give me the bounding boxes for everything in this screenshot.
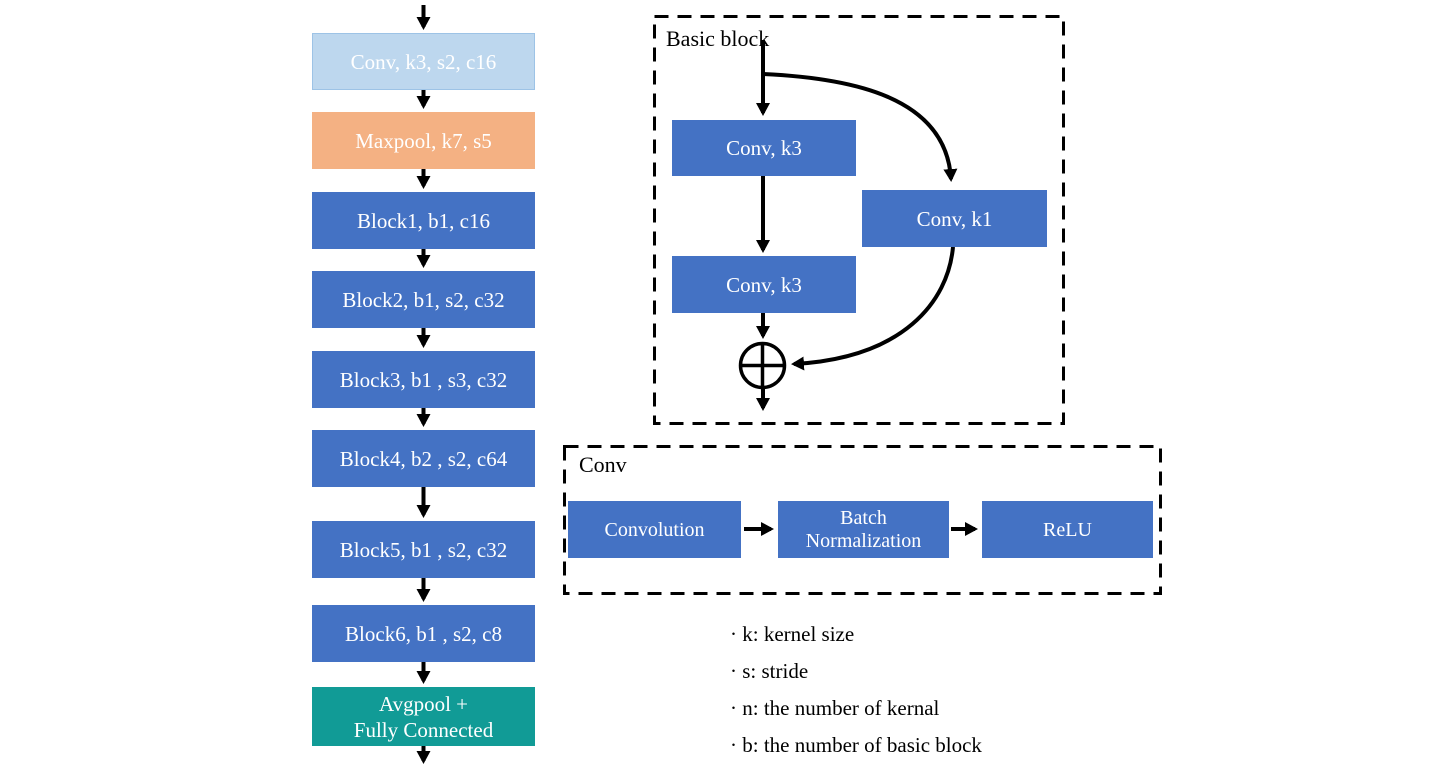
pipeline-box-block5: Block5, b1 , s2, c32	[312, 521, 535, 578]
pipeline-box-block4: Block4, b2 , s2, c64	[312, 430, 535, 487]
pipeline-box-maxpool: Maxpool, k7, s5	[312, 112, 535, 169]
conv-step-batch-norm: Batch Normalization	[778, 501, 949, 558]
basic-block-panel-border	[653, 15, 1065, 425]
pipeline-box-conv: Conv, k3, s2, c16	[312, 33, 535, 90]
bb-skip-curve-in	[762, 72, 958, 182]
pipeline-box-block2: Block2, b1, s2, c32	[312, 271, 535, 328]
pipeline-box-block1: Block1, b1, c16	[312, 192, 535, 249]
pipeline-box-avgpool-fc: Avgpool + Fully Connected	[312, 687, 535, 746]
legend-item-num-kernel: · n: the number of kernal	[730, 696, 940, 720]
legend-item-num-block: · b: the number of basic block	[730, 733, 982, 757]
pipeline-box-block3: Block3, b1 , s3, c32	[312, 351, 535, 408]
legend: · k: kernel size · s: stride · n: the nu…	[730, 616, 982, 764]
bb-conv-k3-bottom: Conv, k3	[672, 256, 856, 313]
conv-step-convolution: Convolution	[568, 501, 741, 558]
sum-node-icon	[738, 341, 787, 390]
basic-block-title: Basic block	[666, 26, 770, 51]
basic-block-arrows	[756, 40, 958, 411]
legend-item-stride: · s: stride	[730, 659, 809, 683]
bb-skip-curve-out	[791, 246, 955, 371]
conv-panel-title: Conv	[579, 452, 627, 477]
conv-step-relu: ReLU	[982, 501, 1153, 558]
legend-item-kernel-size: · k: kernel size	[730, 622, 855, 646]
bb-conv-k3-top: Conv, k3	[672, 120, 856, 176]
pipeline-box-block6: Block6, b1 , s2, c8	[312, 605, 535, 662]
conv-panel-border	[563, 445, 1162, 595]
bb-conv-k1-skip: Conv, k1	[862, 190, 1047, 247]
